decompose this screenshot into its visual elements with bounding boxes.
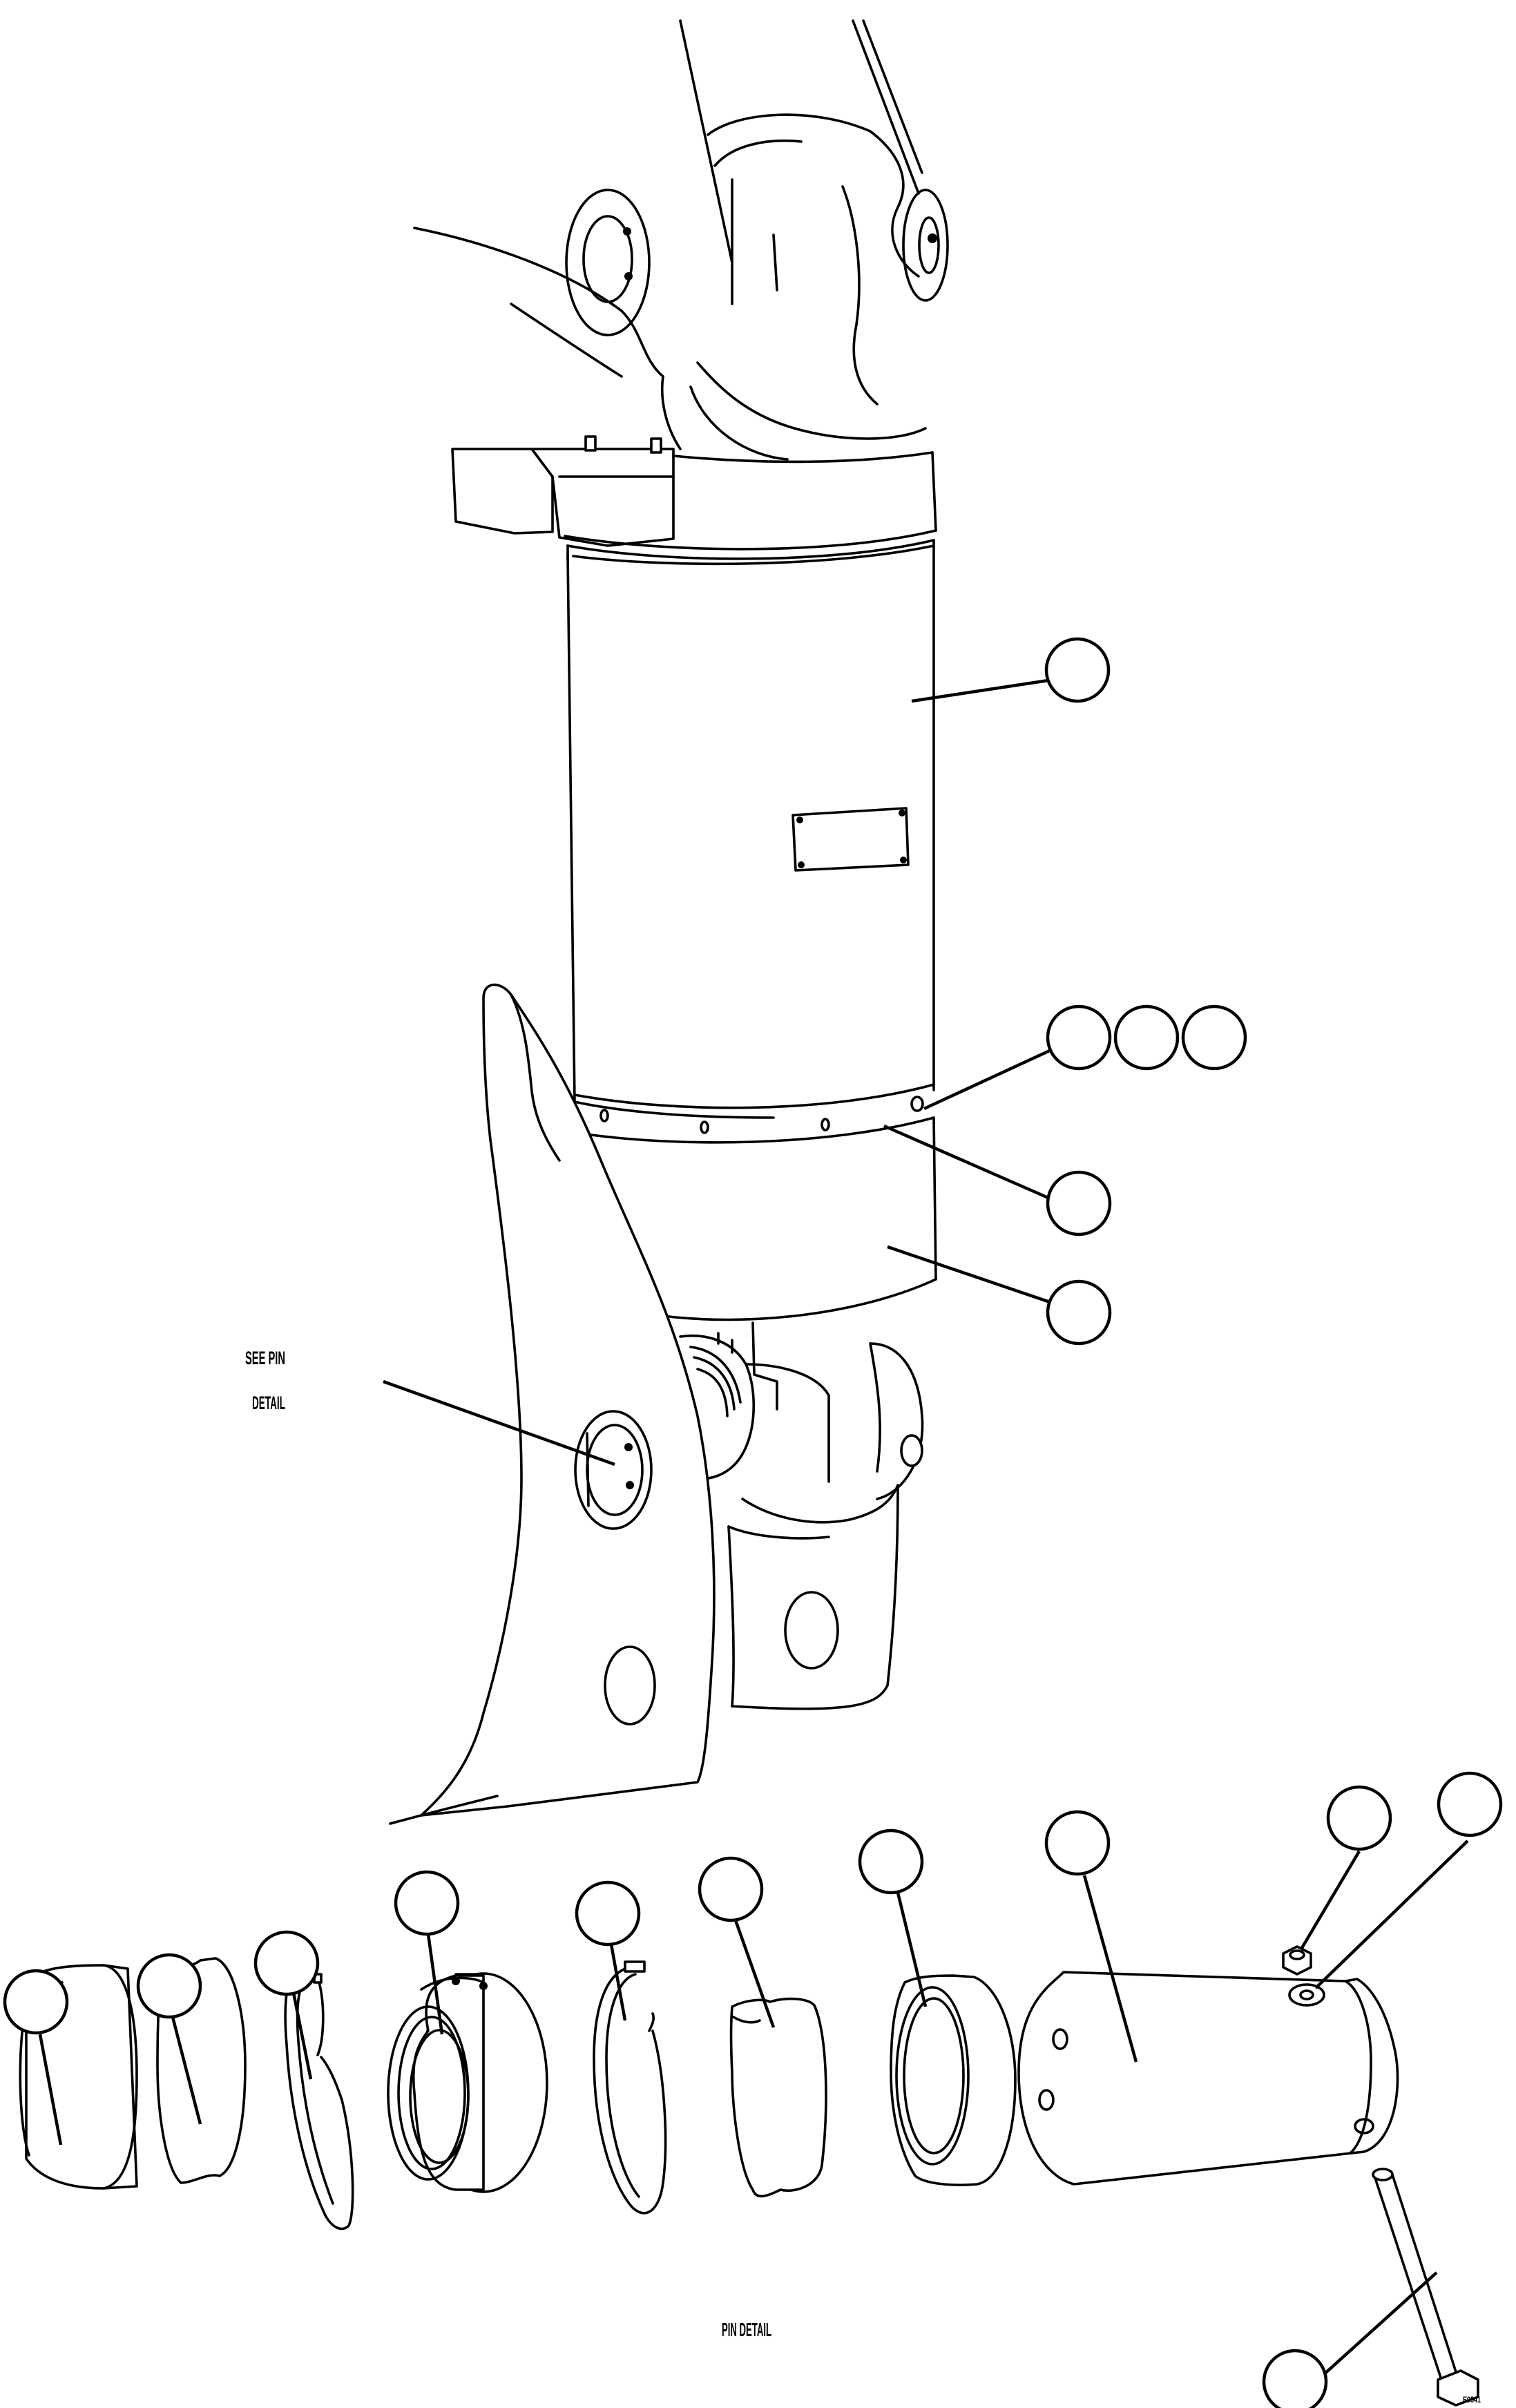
drawing-code-label: E9541 (1463, 2395, 1481, 2405)
lock-bolt (1372, 2168, 1479, 2407)
cylinder-top-cap (564, 451, 937, 561)
side-gusset-plate (389, 983, 716, 1825)
upper-linkage-arm (413, 19, 923, 378)
callout-balloon-pivot-pin[interactable] (1044, 1810, 1111, 1876)
callout-balloon-band-bolt-c[interactable] (1181, 1004, 1247, 1071)
callout-balloon-snap-ring-inner[interactable] (575, 1880, 641, 1947)
spherical-bearing (387, 1972, 548, 2193)
rod-eye-assembly (679, 1332, 924, 1540)
callout-balloon-pin-seal-outer[interactable] (136, 1953, 202, 2019)
callout-balloon-cylinder-body[interactable] (1044, 637, 1111, 703)
callout-balloon-band-bolt-a[interactable] (1046, 1004, 1112, 1071)
see-pin-label-line2: DETAIL (252, 1393, 285, 1413)
clamp-band (573, 1083, 935, 1144)
callout-balloon-band-bolt-b[interactable] (1113, 1004, 1180, 1071)
pivot-pin (1017, 1971, 1399, 2186)
upper-clevis (660, 113, 949, 461)
see-pin-label-line1: SEE PIN (245, 1348, 285, 1368)
upper-callout-leaders (383, 678, 1052, 1466)
washer (1288, 1983, 1325, 2007)
pin-detail-label: PIN DETAIL (722, 2319, 771, 2340)
callout-balloon-snap-ring-outer[interactable] (253, 1930, 320, 1996)
callout-balloon-lower-housing[interactable] (1046, 1279, 1112, 1346)
callout-balloon-lock-nut[interactable] (1326, 1785, 1392, 1851)
pin-sleeve-inner (890, 1974, 1017, 2186)
callout-balloon-pin-sleeve-outer[interactable] (3, 1969, 69, 2035)
pin-callout-leaders (38, 1840, 1469, 2383)
callout-balloon-spherical-bearing[interactable] (394, 1870, 460, 1936)
snap-ring-inner (593, 1960, 667, 2215)
callout-balloon-pin-sleeve-inner[interactable] (858, 1828, 924, 1895)
cylinder-body (566, 539, 935, 1103)
callout-balloon-pin-seal-inner[interactable] (698, 1856, 764, 1922)
lock-nut (1282, 1945, 1312, 1976)
callout-balloon-band-ring[interactable] (1046, 1170, 1112, 1236)
callout-balloon-washer[interactable] (1437, 1771, 1503, 1837)
top-bracket (451, 435, 675, 547)
callout-balloon-lock-bolt[interactable] (1262, 2349, 1328, 2408)
pin-seal-inner (729, 1997, 827, 2198)
